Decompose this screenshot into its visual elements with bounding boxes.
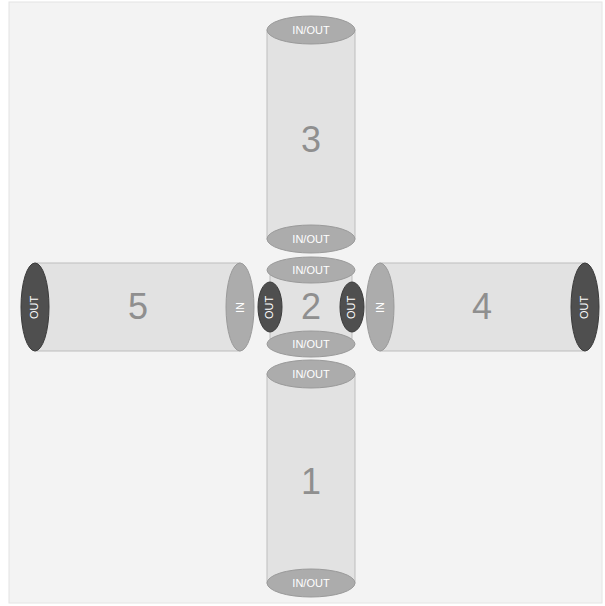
cylinder-cap [267,569,355,597]
cylinder-body [267,374,355,583]
cylinder-number: 2 [301,289,321,325]
port-label: OUT [264,295,275,318]
cylinder: 3IN/OUTIN/OUT [267,16,355,253]
cylinder-number: 5 [128,289,148,325]
port-label: IN/OUT [292,369,329,380]
cylinder-body [35,263,240,351]
port-label: IN/OUT [292,578,329,589]
cylinder-cap [267,225,355,253]
cylinder-number: 4 [472,289,492,325]
port-label: IN/OUT [292,265,329,276]
cylinder-cap [267,360,355,388]
port-label: OUT [29,295,40,318]
port-label: IN/OUT [292,339,329,350]
cylinder-cap [571,263,599,351]
port-label: IN/OUT [292,25,329,36]
cylinder-body [380,263,585,351]
port-label: OUT [579,295,590,318]
port-label: IN [235,302,246,313]
cylinder-number: 3 [301,122,321,158]
port-label: IN [375,302,386,313]
cylinder-cap [267,257,355,283]
cylinder: 1IN/OUTIN/OUT [267,360,355,597]
cylinder-cap [366,263,394,351]
port-label: OUT [346,295,357,318]
cylinder-cap [267,16,355,44]
cylinder-number: 1 [301,464,321,500]
cylinder: 4 IN OUT [366,263,599,351]
cylinder-cap [340,282,364,332]
panel [9,2,602,603]
cylinder-cap [21,263,49,351]
cylinder-cap [258,282,282,332]
port-label: IN/OUT [292,234,329,245]
cylinder: 2IN/OUTOUTOUTIN/OUT [258,256,364,358]
cylinder-body [267,30,355,239]
cylinder-cap [267,331,355,357]
cylinder: 5 OUT IN [21,263,254,351]
cylinder-cap [226,263,254,351]
